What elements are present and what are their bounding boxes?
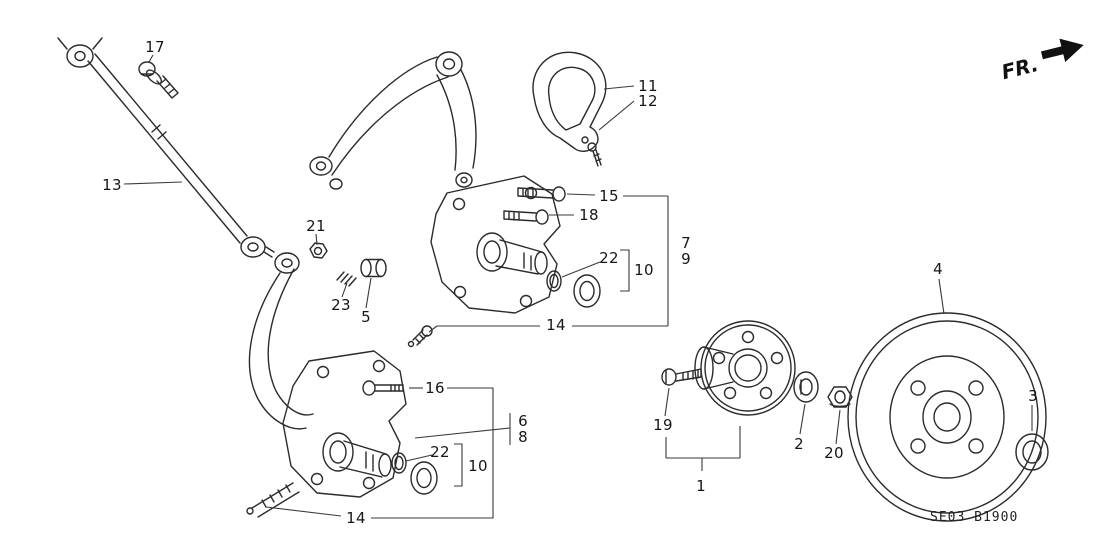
callout-11: 11 [638, 77, 658, 95]
callout-19: 19 [653, 416, 673, 434]
fr-direction-indicator: FR. [999, 38, 1084, 84]
callout-22-upper: 22 [599, 249, 619, 267]
part-15-bolt [517, 186, 566, 202]
part-21-nut [309, 242, 328, 259]
part-10-bearing-upper [573, 274, 601, 308]
callout-21: 21 [306, 217, 326, 235]
callout-17: 17 [145, 38, 165, 56]
part-22-oring-upper [546, 270, 562, 292]
callout-3: 3 [1028, 387, 1038, 405]
callout-1: 1 [696, 477, 706, 495]
callout-6: 6 [518, 412, 528, 430]
part-10-bearing-lower [410, 461, 438, 495]
callout-22-lower: 22 [430, 443, 450, 461]
callout-13: 13 [102, 176, 122, 194]
part-2-washer [793, 371, 819, 403]
fr-arrow-icon [1040, 38, 1084, 62]
callout-4: 4 [933, 260, 943, 278]
callout-14-lower: 14 [346, 509, 366, 527]
part-13-radius-rod [57, 37, 314, 430]
callout-14-upper: 14 [546, 316, 566, 334]
fr-label: FR. [999, 52, 1041, 84]
callout-2: 2 [794, 435, 804, 453]
part-3-cap [1015, 433, 1049, 471]
callout-5: 5 [361, 308, 371, 326]
part-14-fitting-upper [407, 325, 433, 348]
diagram-code: SE03 B1900 [930, 510, 1018, 525]
part-19-bolt [661, 368, 702, 386]
part-6-8-knuckle [246, 350, 407, 518]
callout-20: 20 [824, 444, 844, 462]
part-4-brake-drum [847, 312, 1047, 522]
callout-8: 8 [518, 428, 528, 446]
part-upper-control-arm [309, 51, 477, 190]
part-7-9-knuckle [430, 175, 561, 314]
part-16-bolt [362, 380, 404, 396]
part-5-bushing [360, 258, 387, 278]
callout-23: 23 [331, 296, 351, 314]
callout-10-lower: 10 [468, 457, 488, 475]
part-17-bolt [138, 61, 179, 99]
callout-7: 7 [681, 234, 691, 252]
part-1-hub [694, 320, 796, 416]
part-22-oring-lower [391, 452, 407, 474]
part-23-spring [336, 271, 357, 287]
callout-18: 18 [579, 206, 599, 224]
leader-lines [123, 54, 1033, 519]
callout-15: 15 [599, 187, 619, 205]
callout-9: 9 [681, 250, 691, 268]
callout-10-upper: 10 [634, 261, 654, 279]
callout-16: 16 [425, 379, 445, 397]
part-18-bolt [503, 209, 549, 225]
callout-12: 12 [638, 92, 658, 110]
part-11-12-bracket [532, 51, 607, 167]
